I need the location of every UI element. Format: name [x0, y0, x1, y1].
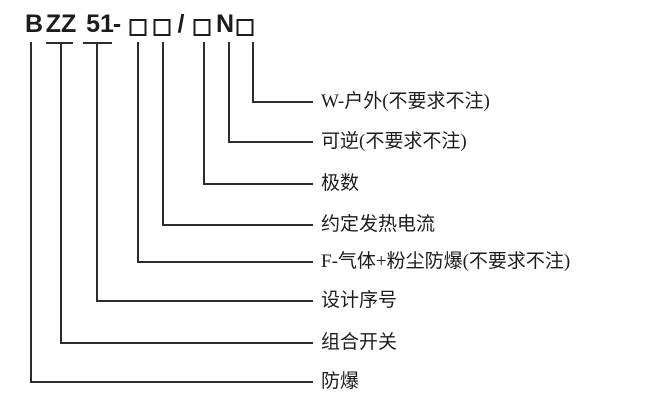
code-box-4	[236, 19, 254, 36]
callout-combo-switch: 组合开关	[321, 332, 398, 353]
connector-vline-box3	[203, 42, 205, 185]
leader-line-current	[162, 224, 313, 226]
connector-vline-51	[96, 42, 98, 302]
connector-vline-box2	[162, 42, 164, 226]
leader-line-combo	[60, 342, 313, 344]
connector-vline-b	[30, 42, 32, 383]
code-segment-n: N	[215, 10, 235, 38]
leader-line-reversible	[228, 141, 313, 143]
callout-reversible: 可逆(不要求不注)	[321, 131, 467, 152]
leader-line-outdoor	[252, 101, 313, 103]
callout-gas-dust-expproof: F-气体+粉尘防爆(不要求不注)	[321, 251, 571, 272]
leader-line-expproof	[137, 261, 313, 263]
connector-vline-box1	[137, 42, 139, 263]
leader-line-flameproof	[30, 381, 313, 383]
callout-outdoor: W-户外(不要求不注)	[321, 91, 490, 112]
code-box-1	[129, 19, 147, 36]
code-box-3	[193, 19, 211, 36]
code-segment-b: B	[24, 10, 44, 38]
code-box-2	[153, 19, 171, 36]
callout-thermal-current: 约定发热电流	[321, 214, 436, 235]
connector-vline-n	[228, 42, 230, 143]
leader-line-design-no	[96, 300, 313, 302]
callout-explosion-proof: 防爆	[321, 371, 360, 392]
code-segment-zz: ZZ	[45, 10, 77, 38]
callout-pole-count: 极数	[321, 173, 360, 194]
code-segment-51: 51	[86, 10, 114, 38]
code-segment-slash: /	[177, 10, 185, 38]
code-segment-hyphen: -	[112, 10, 122, 38]
callout-design-serial: 设计序号	[321, 290, 398, 311]
leader-line-poles	[203, 183, 313, 185]
connector-tbar-zz	[46, 42, 73, 44]
connector-vline-box4	[252, 42, 254, 103]
connector-vline-zz	[60, 42, 62, 344]
